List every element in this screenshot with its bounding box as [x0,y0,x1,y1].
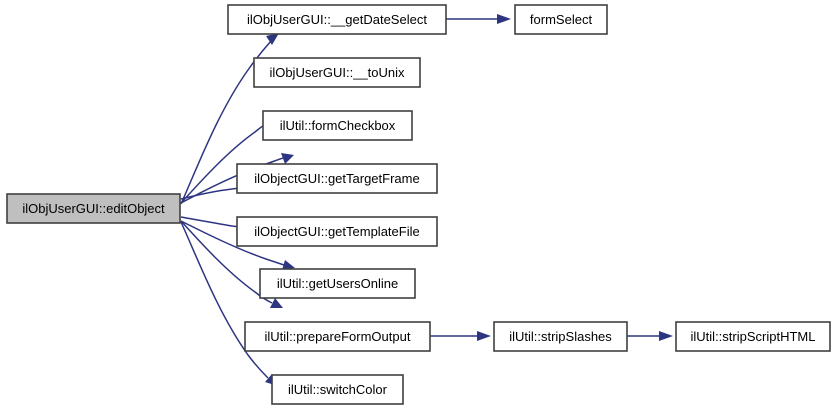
node-box[interactable] [244,321,431,352]
graph-node-stripSlashes[interactable]: ilUtil::stripSlashes [493,321,628,352]
node-label: ilUtil::stripSlashes [509,329,612,344]
edge-line [180,220,285,266]
node-box[interactable] [259,268,416,299]
graph-node-formCheckbox[interactable]: ilUtil::formCheckbox [262,110,413,141]
node-box[interactable] [6,193,181,224]
graph-node-getTemplateFile[interactable]: ilObjectGUI::getTemplateFile [236,216,438,247]
node-label: ilObjectGUI::getTemplateFile [254,224,419,239]
node-label: ilUtil::formCheckbox [280,118,396,133]
arrowhead-icon [477,331,491,341]
node-label: ilObjectGUI::getTargetFrame [254,171,419,186]
node-label: ilObjUserGUI::editObject [22,201,165,216]
arrowhead-icon [266,33,279,45]
graph-node-root[interactable]: ilObjUserGUI::editObject [6,193,181,224]
call-edge-root-to-getUsersOnline [180,220,295,270]
node-box[interactable] [262,110,413,141]
graph-node-getDateSelect[interactable]: ilObjUserGUI::__getDateSelect [227,4,447,35]
node-box[interactable] [514,4,608,35]
graph-node-switchColor[interactable]: ilUtil::switchColor [271,374,404,405]
node-label: ilUtil::stripScriptHTML [691,329,816,344]
node-label: ilObjUserGUI::__toUnix [269,65,405,80]
node-box[interactable] [675,321,831,352]
graph-node-prepareForm[interactable]: ilUtil::prepareFormOutput [244,321,431,352]
node-label: ilUtil::switchColor [288,382,388,397]
node-box[interactable] [271,374,404,405]
graph-node-formSelect[interactable]: formSelect [514,4,608,35]
call-edge-prepareForm-to-stripSlashes [430,331,491,341]
call-edge-root-to-prepareForm [180,220,283,308]
graph-node-getUsersOnline[interactable]: ilUtil::getUsersOnline [259,268,416,299]
node-label: ilUtil::prepareFormOutput [265,329,411,344]
graph-node-toUnix[interactable]: ilObjUserGUI::__toUnix [253,57,421,88]
call-edge-stripSlashes-to-stripScriptHTML [627,331,673,341]
graph-node-getTargetFrame[interactable]: ilObjectGUI::getTargetFrame [236,163,438,194]
node-label: ilUtil::getUsersOnline [277,276,398,291]
edge-line [180,220,273,304]
node-box[interactable] [253,57,421,88]
arrowhead-icon [282,260,295,270]
node-label: ilObjUserGUI::__getDateSelect [247,12,427,27]
call-edge-getDateSelect-to-formSelect [446,14,511,24]
arrowhead-icon [497,14,511,24]
node-box[interactable] [236,216,438,247]
nodes-layer: ilObjUserGUI::editObject ilObjUserGUI::__… [6,4,831,405]
call-edge-root-to-getDateSelect [180,33,279,205]
node-box[interactable] [493,321,628,352]
edge-line [180,40,272,205]
graph-node-stripScriptHTML[interactable]: ilUtil::stripScriptHTML [675,321,831,352]
node-box[interactable] [236,163,438,194]
node-label: formSelect [530,12,593,27]
arrowhead-icon [659,331,673,341]
arrowhead-icon [281,153,294,164]
arrowhead-icon [270,298,283,308]
edge-line [180,221,269,379]
node-box[interactable] [227,4,447,35]
